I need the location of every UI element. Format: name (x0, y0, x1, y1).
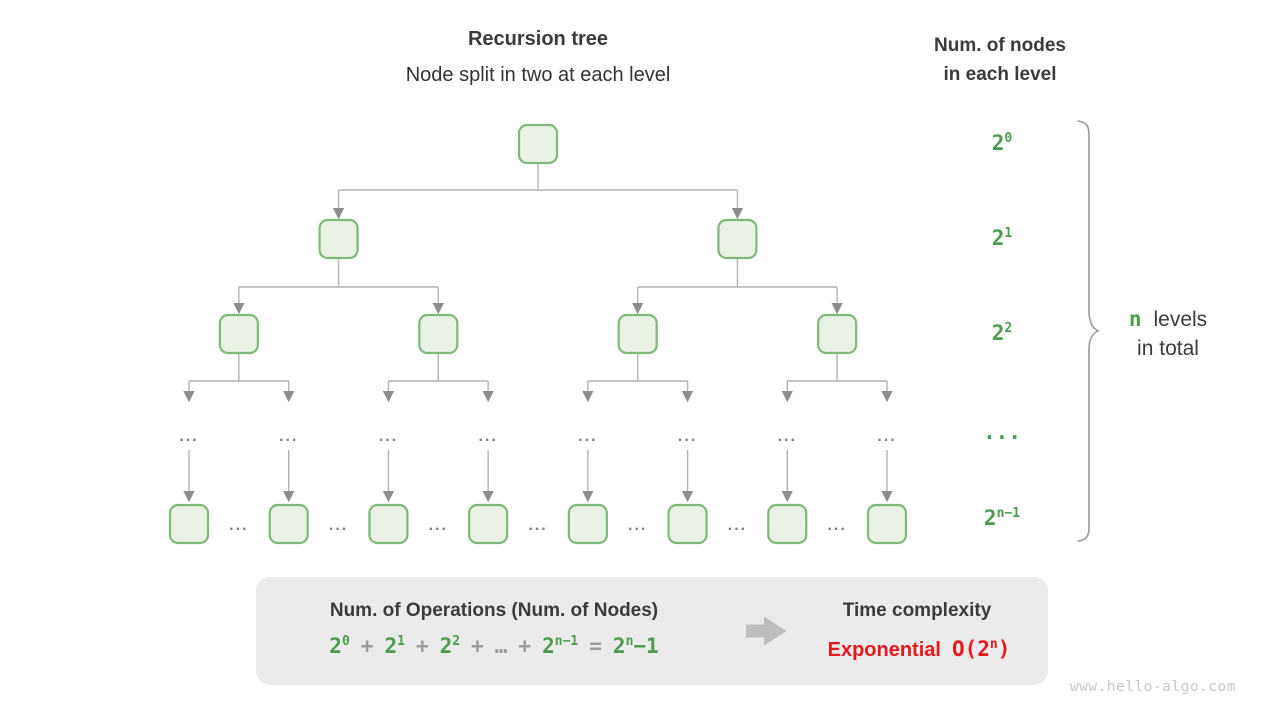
ellipsis-text: ... (678, 428, 697, 445)
formula-token: 21 (384, 634, 405, 658)
ellipsis-text: ... (877, 428, 896, 445)
ellipsis-text: ... (778, 428, 797, 445)
ellipsis-text: ... (728, 517, 747, 534)
ellipsis-text: ... (179, 428, 198, 445)
level-label: ... (983, 420, 1021, 444)
tree-node (617, 313, 658, 355)
tree-node (817, 313, 858, 355)
ellipsis-text: ... (628, 517, 647, 534)
big-o-notation: O(2n) (951, 637, 1011, 661)
tree-node (866, 503, 908, 545)
tree-node (418, 313, 459, 355)
tree-node (168, 503, 210, 545)
complexity-result: Exponential O(2n) (828, 637, 1011, 662)
formula-token: 20 (329, 634, 350, 658)
ellipsis-text: ... (379, 428, 398, 445)
ellipsis-text: ... (279, 428, 298, 445)
tree-node (567, 503, 608, 545)
operations-title: Num. of Operations (Num. of Nodes) (329, 600, 659, 621)
formula-token: 2n−1 (612, 634, 659, 658)
diagram-subtitle: Node split in two at each level (405, 64, 671, 86)
formula-token: 22 (439, 634, 461, 658)
ellipsis-text: ... (827, 517, 846, 534)
levels-column-header-line1: Num. of nodes (934, 35, 1066, 56)
ellipsis-text: ... (229, 517, 248, 534)
diagram-title: Recursion tree (467, 28, 609, 50)
formula-token: + (360, 634, 374, 658)
ellipsis-text: ... (528, 517, 547, 534)
ellipsis-text: ... (578, 428, 597, 445)
brace-icon (1077, 120, 1100, 542)
tree-node (268, 503, 309, 545)
levels-column-header-line2: in each level (943, 64, 1057, 85)
formula-token: + (518, 634, 532, 658)
tree-node (767, 503, 808, 545)
summary-box (256, 577, 1048, 685)
n-variable: n (1128, 307, 1142, 331)
level-label: 2n−1 (983, 506, 1021, 530)
tree-node (318, 218, 359, 260)
right-arrow-icon (746, 616, 787, 646)
tree-node (218, 313, 259, 355)
formula-token: + (471, 634, 484, 658)
in-total-word: in total (1137, 337, 1199, 360)
watermark: www.hello-algo.com (1069, 679, 1236, 695)
exponential-label: Exponential (827, 639, 941, 661)
level-label: 22 (991, 321, 1013, 345)
formula-token: … (494, 634, 508, 658)
ellipsis-text: ... (329, 517, 348, 534)
formula-token: + (415, 634, 429, 658)
level-label: 20 (991, 131, 1013, 155)
ellipsis-text: ... (478, 428, 497, 445)
time-complexity-title: Time complexity (842, 600, 992, 621)
tree-layer: ........................................… (168, 123, 908, 545)
tree-node (667, 503, 708, 545)
formula-token: = (589, 634, 602, 658)
levels-word: levels (1153, 308, 1208, 331)
tree-node (368, 503, 409, 545)
tree-node (717, 218, 758, 260)
levels-column-header: Num. of nodes in each level (934, 31, 1066, 89)
formula-token: 2n−1 (542, 634, 579, 658)
operations-formula: 20 +21 +22 + … +2n−1 = 2n−1 (329, 634, 658, 658)
level-label: 21 (991, 226, 1013, 250)
tree-node (468, 503, 509, 545)
ellipsis-text: ... (429, 517, 448, 534)
tree-node (517, 123, 559, 165)
